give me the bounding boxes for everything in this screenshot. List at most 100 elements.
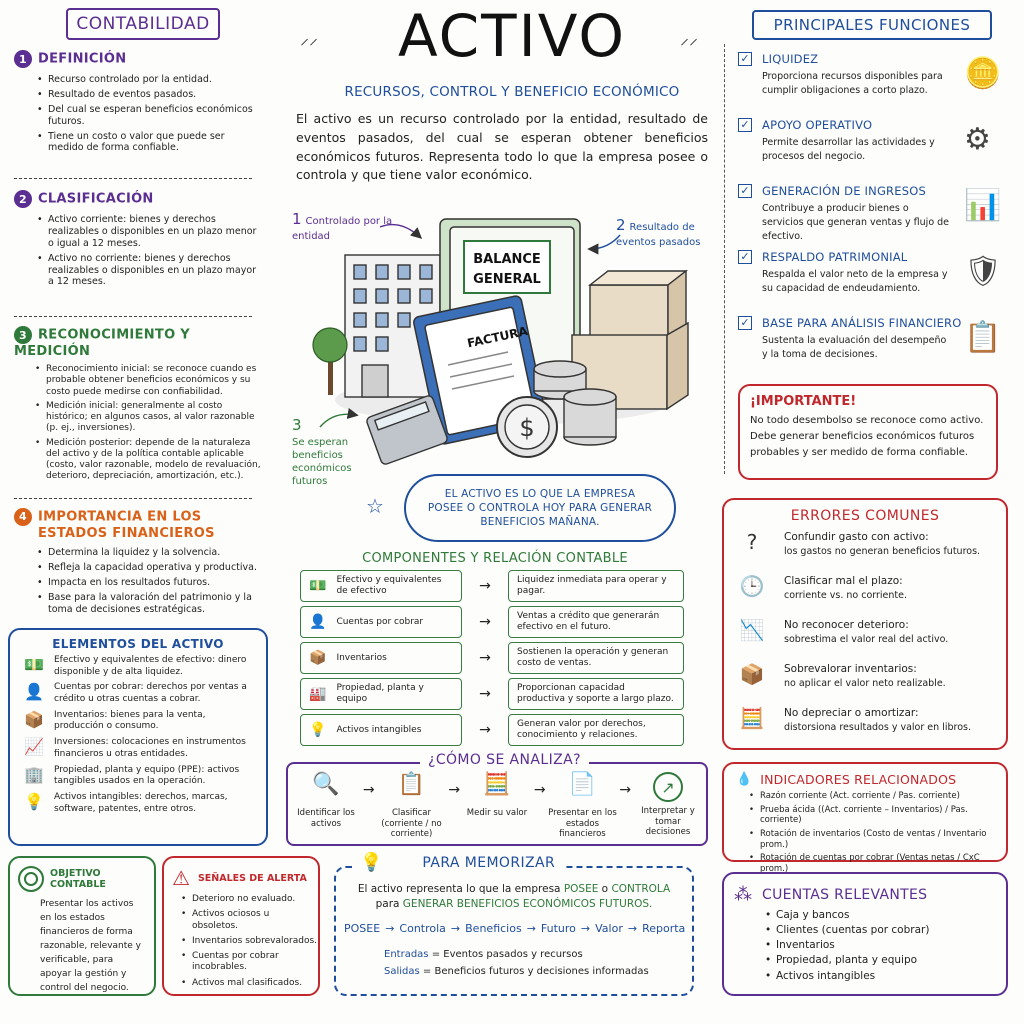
cash-icon: 💵 bbox=[24, 655, 44, 674]
analyze-step: 📄 Presentar en los estados financieros bbox=[546, 772, 618, 840]
component-label: Inventarios bbox=[336, 652, 387, 663]
outputs-line: Salidas = Beneficios futuros y decisione… bbox=[384, 963, 684, 980]
main-title: ACTIVO bbox=[398, 2, 626, 70]
arrow-right-icon: → bbox=[580, 922, 591, 935]
section-number: 3 bbox=[14, 326, 32, 344]
recognition-list: Reconocimiento inicial: se reconoce cuan… bbox=[14, 364, 262, 483]
list-item: Propiedad, planta y equipo bbox=[764, 954, 1006, 967]
drop-icon: 💧 bbox=[736, 772, 753, 787]
growth-icon: 📊 bbox=[964, 188, 1002, 223]
building-icon: 🏢 bbox=[24, 764, 44, 784]
component-label: Efectivo y equivalentes de efectivo bbox=[336, 575, 442, 596]
important-box: ¡IMPORTANTE! No todo desembolso se recon… bbox=[738, 384, 998, 480]
component-label: Activos intangibles bbox=[336, 724, 422, 735]
text-fragment: o bbox=[598, 883, 612, 895]
list-item: Prueba ácida ((Act. corriente – Inventar… bbox=[748, 805, 1006, 826]
box-icon: 📦 bbox=[24, 709, 44, 729]
list-item: Impacta en los resultados futuros. bbox=[36, 577, 259, 589]
step-label: Medir su valor bbox=[466, 808, 528, 818]
arrow-right-icon: → bbox=[526, 922, 536, 935]
flow-step: Futuro bbox=[540, 922, 576, 935]
error-desc: sobrestima el valor real del activo. bbox=[784, 634, 949, 646]
error-text-block: Clasificar mal el plazo:corriente vs. no… bbox=[784, 574, 907, 603]
accounts-panel: ⁂ CUENTAS RELEVANTES Caja y bancos Clien… bbox=[722, 872, 1008, 996]
element-row: 💵Efectivo y equivalentes de efectivo: di… bbox=[20, 655, 256, 678]
function-title: APOYO OPERATIVO bbox=[762, 118, 873, 132]
step-label: Presentar en los estados financieros bbox=[548, 808, 617, 840]
flow-step: Valor bbox=[595, 922, 623, 935]
alerts-title: SEÑALES DE ALERTA bbox=[197, 872, 307, 884]
flow-step: Controla bbox=[399, 922, 446, 935]
component-row: 💡Activos intangibles→Generan valor por d… bbox=[300, 714, 690, 746]
error-title: No depreciar o amortizar: bbox=[784, 707, 919, 719]
elements-list: 💵Efectivo y equivalentes de efectivo: di… bbox=[10, 651, 266, 815]
star-icon: ☆ bbox=[366, 494, 384, 518]
question-money-icon: ? bbox=[746, 530, 758, 554]
list-item: Cuentas por cobrar incobrables. bbox=[180, 951, 318, 974]
element-text: Inversiones: colocaciones en instrumento… bbox=[54, 737, 246, 759]
list-item: Base para la valoración del patrimonio y… bbox=[36, 592, 259, 616]
list-item: Activos ociosos u obsoletos. bbox=[180, 909, 318, 932]
cash-icon: 💵 bbox=[309, 577, 327, 594]
lightbulb-icon: 💡 bbox=[360, 852, 383, 873]
error-title: Confundir gasto con activo: bbox=[784, 531, 929, 543]
step-label: Interpretar y tomar decisiones bbox=[641, 806, 695, 838]
tree-icon bbox=[312, 327, 348, 395]
list-item: Rotación de cuentas por cobrar (Ventas n… bbox=[748, 853, 1006, 874]
inputs-text: = Eventos pasados y recursos bbox=[431, 949, 583, 960]
document-icon: 📄 bbox=[568, 772, 597, 797]
errors-panel: ERRORES COMUNES ? Confundir gasto con act… bbox=[722, 498, 1008, 750]
error-desc: distorsiona resultados y valor en libros… bbox=[784, 722, 971, 734]
arrow-right-icon: → bbox=[627, 922, 638, 935]
sparkle-right-icon: ⸝⸝ bbox=[680, 28, 698, 49]
element-row: 📦Inventarios: bienes para la venta, prod… bbox=[20, 710, 256, 733]
list-item: Caja y bancos bbox=[764, 909, 1006, 922]
section-number: 2 bbox=[14, 190, 32, 208]
subtitle: RECURSOS, CONTROL Y BENEFICIO ECONÓMICO bbox=[344, 84, 680, 100]
component-relation: Sostienen la operación y generan costo d… bbox=[508, 642, 684, 674]
arrow-right-icon: → bbox=[479, 650, 491, 666]
trend-icon: 📈 bbox=[24, 737, 44, 757]
function-text: Contribuye a producir bienes o servicios… bbox=[762, 203, 950, 242]
memorize-heading: 💡 PARA MEMORIZAR bbox=[352, 852, 564, 873]
sparkle-left-icon: ⸝⸝ bbox=[300, 28, 318, 49]
step-label: Identificar los activos bbox=[297, 808, 355, 829]
network-icon: ⁂ bbox=[734, 884, 752, 905]
list-item: Determina la liquidez y la solvencia. bbox=[36, 547, 259, 559]
component-row: 💵Efectivo y equivalentes de efectivo→Liq… bbox=[300, 570, 690, 602]
list-item: Recurso controlado por la entidad. bbox=[36, 74, 259, 86]
callout-number: 1 bbox=[292, 210, 302, 228]
highlight-controla: CONTROLA bbox=[611, 883, 671, 895]
key-message-cloud: EL ACTIVO ES LO QUE LA EMPRESA POSEE O C… bbox=[404, 474, 676, 542]
function-text: Respalda el valor neto de la empresa y s… bbox=[762, 269, 948, 294]
error-item: 🧮 No depreciar o amortizar: distorsiona re… bbox=[734, 706, 996, 750]
element-row: 🏢Propiedad, planta y equipo (PPE): activ… bbox=[20, 765, 256, 788]
functions-header: PRINCIPALES FUNCIONES bbox=[752, 10, 992, 40]
coin-symbol: $ bbox=[519, 414, 534, 442]
calculator-icon: 🧮 bbox=[483, 772, 511, 797]
calculator-icon: 🧮 bbox=[739, 706, 765, 730]
bulb-icon: 💡 bbox=[24, 791, 44, 811]
error-text-block: Confundir gasto con activo:los gastos no… bbox=[784, 530, 980, 559]
definition-list: Recurso controlado por la entidad. Resul… bbox=[14, 74, 259, 154]
list-item: Rotación de inventarios (Costo de ventas… bbox=[748, 829, 1006, 850]
checkbox-icon: ✓ bbox=[738, 316, 752, 330]
component-name: 👤Cuentas por cobrar bbox=[300, 606, 462, 638]
element-row: 💡Activos intangibles: derechos, marcas, … bbox=[20, 792, 256, 815]
error-item: 🕒Clasificar mal el plazo:corriente vs. n… bbox=[734, 574, 996, 618]
component-name: 📦Inventarios bbox=[300, 642, 462, 674]
list-item: Clientes (cuentas por cobrar) bbox=[764, 924, 1006, 937]
important-title: ¡IMPORTANTE! bbox=[750, 394, 857, 409]
element-text: Cuentas por cobrar: derechos por ventas … bbox=[54, 682, 247, 705]
alerts-heading: ⚠ SEÑALES DE ALERTA bbox=[172, 866, 318, 890]
contabilidad-header: CONTABILIDAD bbox=[66, 8, 220, 40]
error-text-block: Sobrevalorar inventarios:no aplicar el v… bbox=[784, 662, 946, 691]
element-row: 📈 Inversiones: colocaciones en instrument… bbox=[20, 737, 256, 760]
functions-header-label: PRINCIPALES FUNCIONES bbox=[773, 16, 971, 34]
list-item: Activo no corriente: bienes y derechos r… bbox=[36, 253, 259, 289]
errors-title: ERRORES COMUNES bbox=[790, 508, 940, 524]
